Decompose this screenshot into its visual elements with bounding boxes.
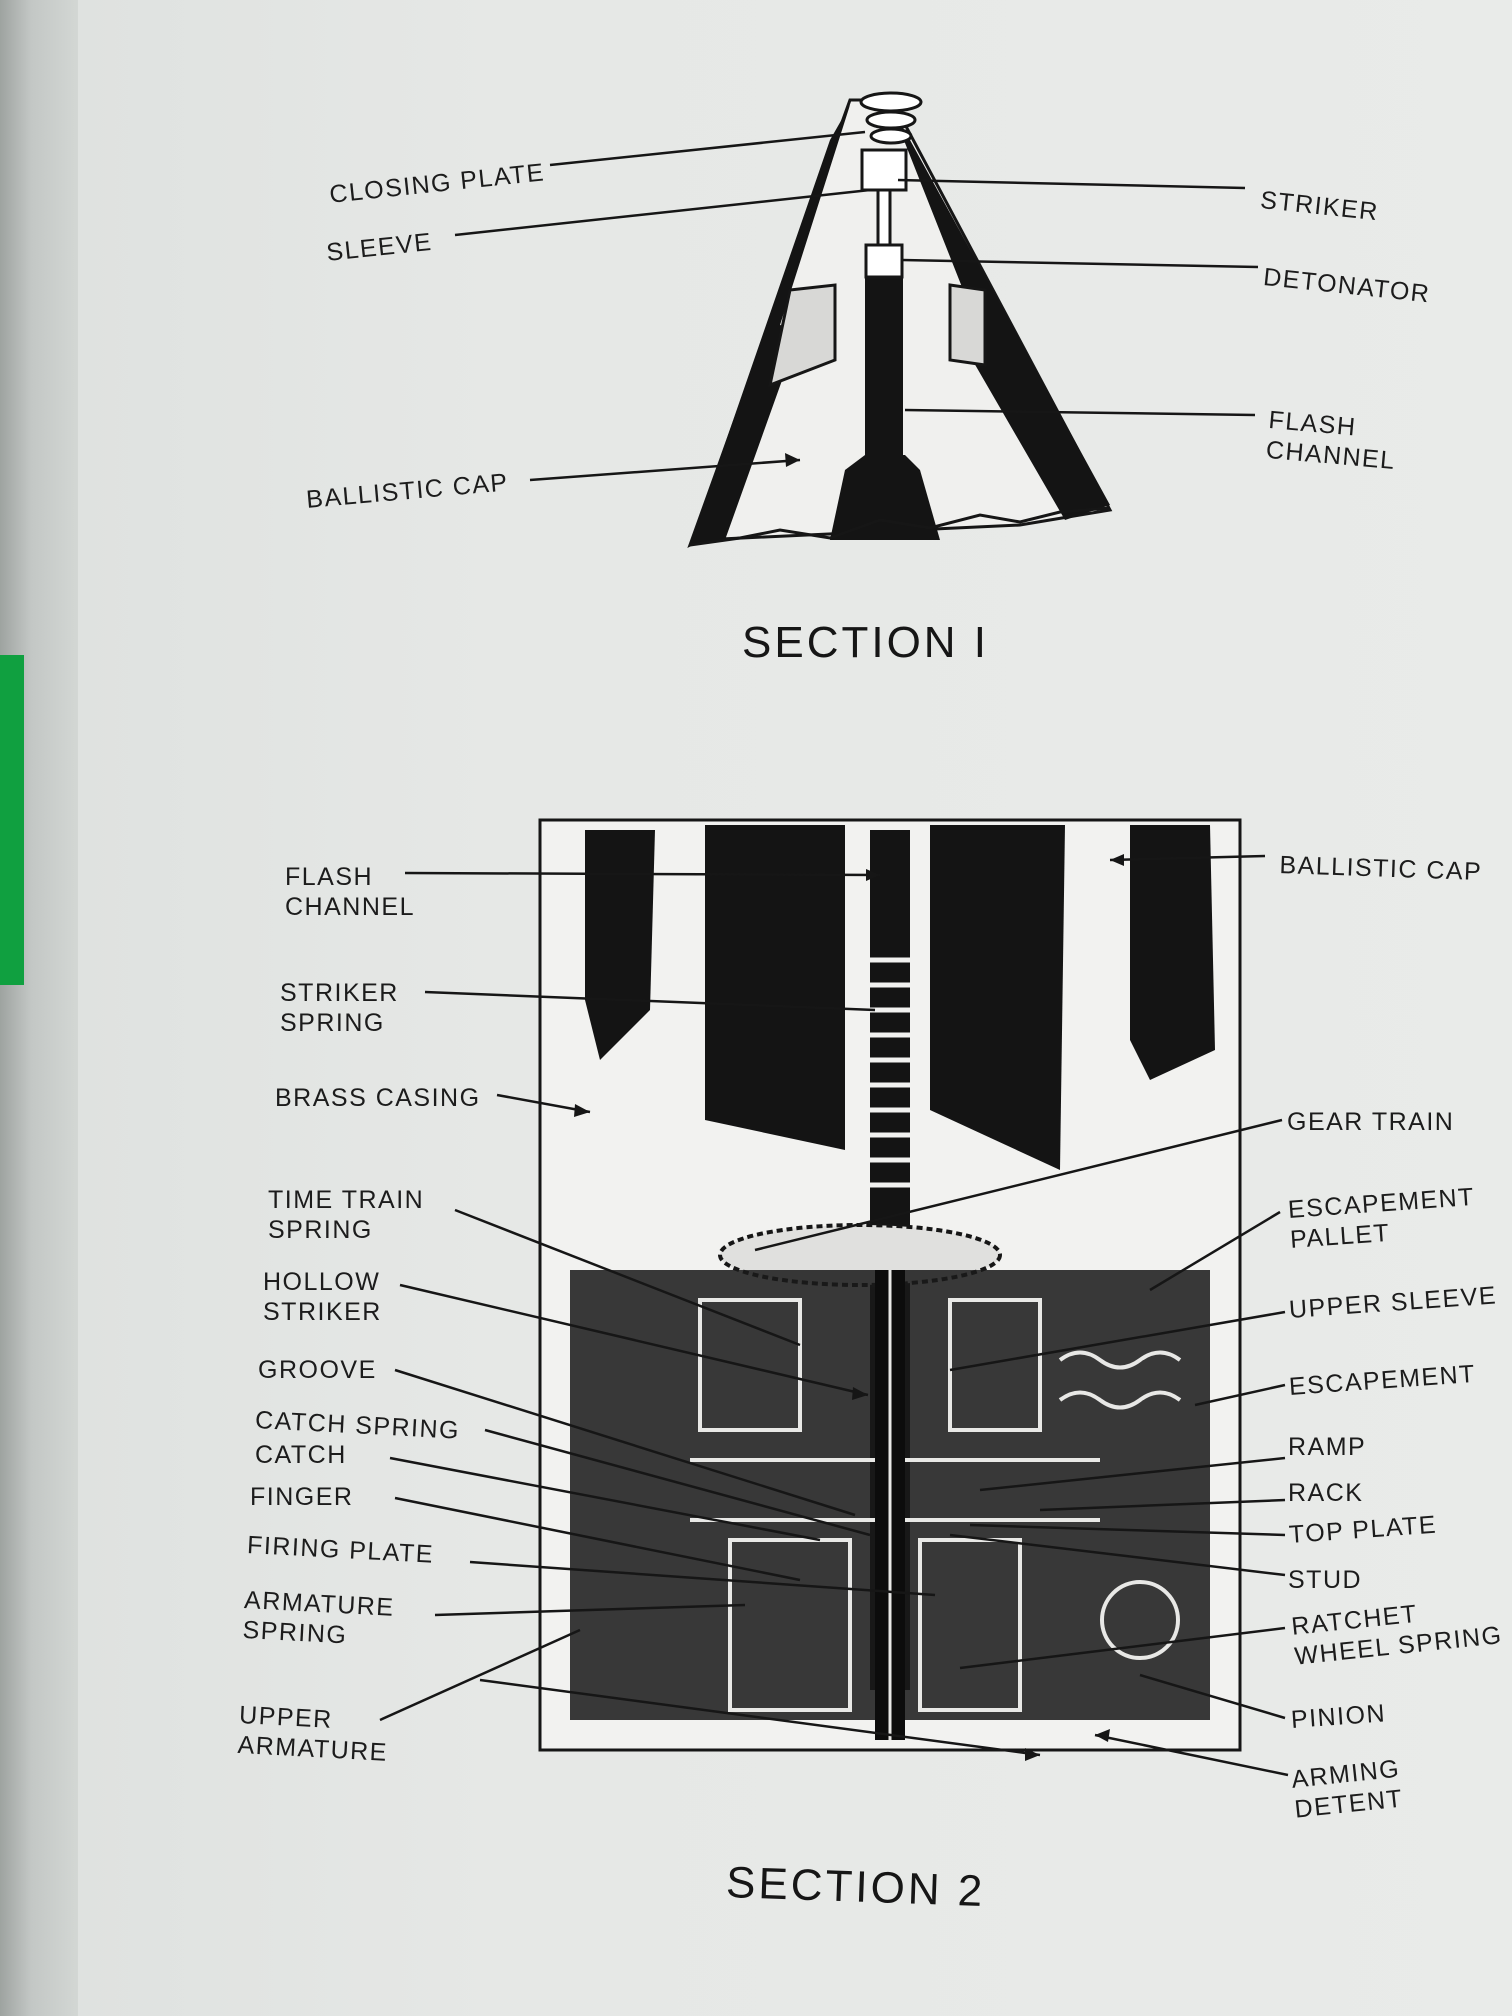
label-stud: STUD (1288, 1566, 1363, 1594)
sleeve-shape (860, 148, 908, 192)
label-groove: GROOVE (258, 1356, 377, 1384)
section2-right-leaders (754, 854, 1289, 1777)
label-arming-detent: ARMING DETENT (1290, 1754, 1405, 1824)
section2-center-block (705, 825, 845, 1150)
page-tab (0, 655, 24, 985)
section2-title: SECTION 2 (725, 1858, 987, 1917)
section2-right-block (930, 825, 1065, 1170)
section2-left-leaders (379, 871, 1041, 1757)
label-armature-spring: ARMATURE SPRING (241, 1585, 396, 1650)
label-ramp: RAMP (1288, 1433, 1367, 1461)
label-time-train-spring: TIME TRAIN SPRING (268, 1186, 425, 1244)
label-gear-train: GEAR TRAIN (1287, 1108, 1455, 1136)
book-edge (0, 0, 78, 2016)
cone-right-wall (890, 105, 1110, 520)
cone-left-wall (690, 105, 850, 545)
striker-spring-coils (860, 957, 920, 1188)
section1-title: SECTION I (742, 618, 990, 667)
label-finger: FINGER (250, 1483, 354, 1511)
label-striker-spring: STRIKER SPRING (280, 979, 399, 1037)
section2-left-wall (585, 830, 655, 1060)
label-flash-channel-s2: FLASH CHANNEL (285, 863, 415, 921)
label-flash-channel-s1: FLASH CHANNEL (1264, 405, 1397, 476)
label-catch: CATCH (255, 1441, 347, 1469)
label-brass-casing: BRASS CASING (275, 1084, 481, 1112)
label-upper-armature: UPPER ARMATURE (236, 1700, 389, 1767)
section2-right-wall (1130, 825, 1215, 1080)
label-rack: RACK (1288, 1479, 1364, 1507)
thread-block (767, 283, 837, 388)
label-hollow-striker: HOLLOW STRIKER (263, 1268, 382, 1326)
section1-leaders (454, 130, 1259, 482)
